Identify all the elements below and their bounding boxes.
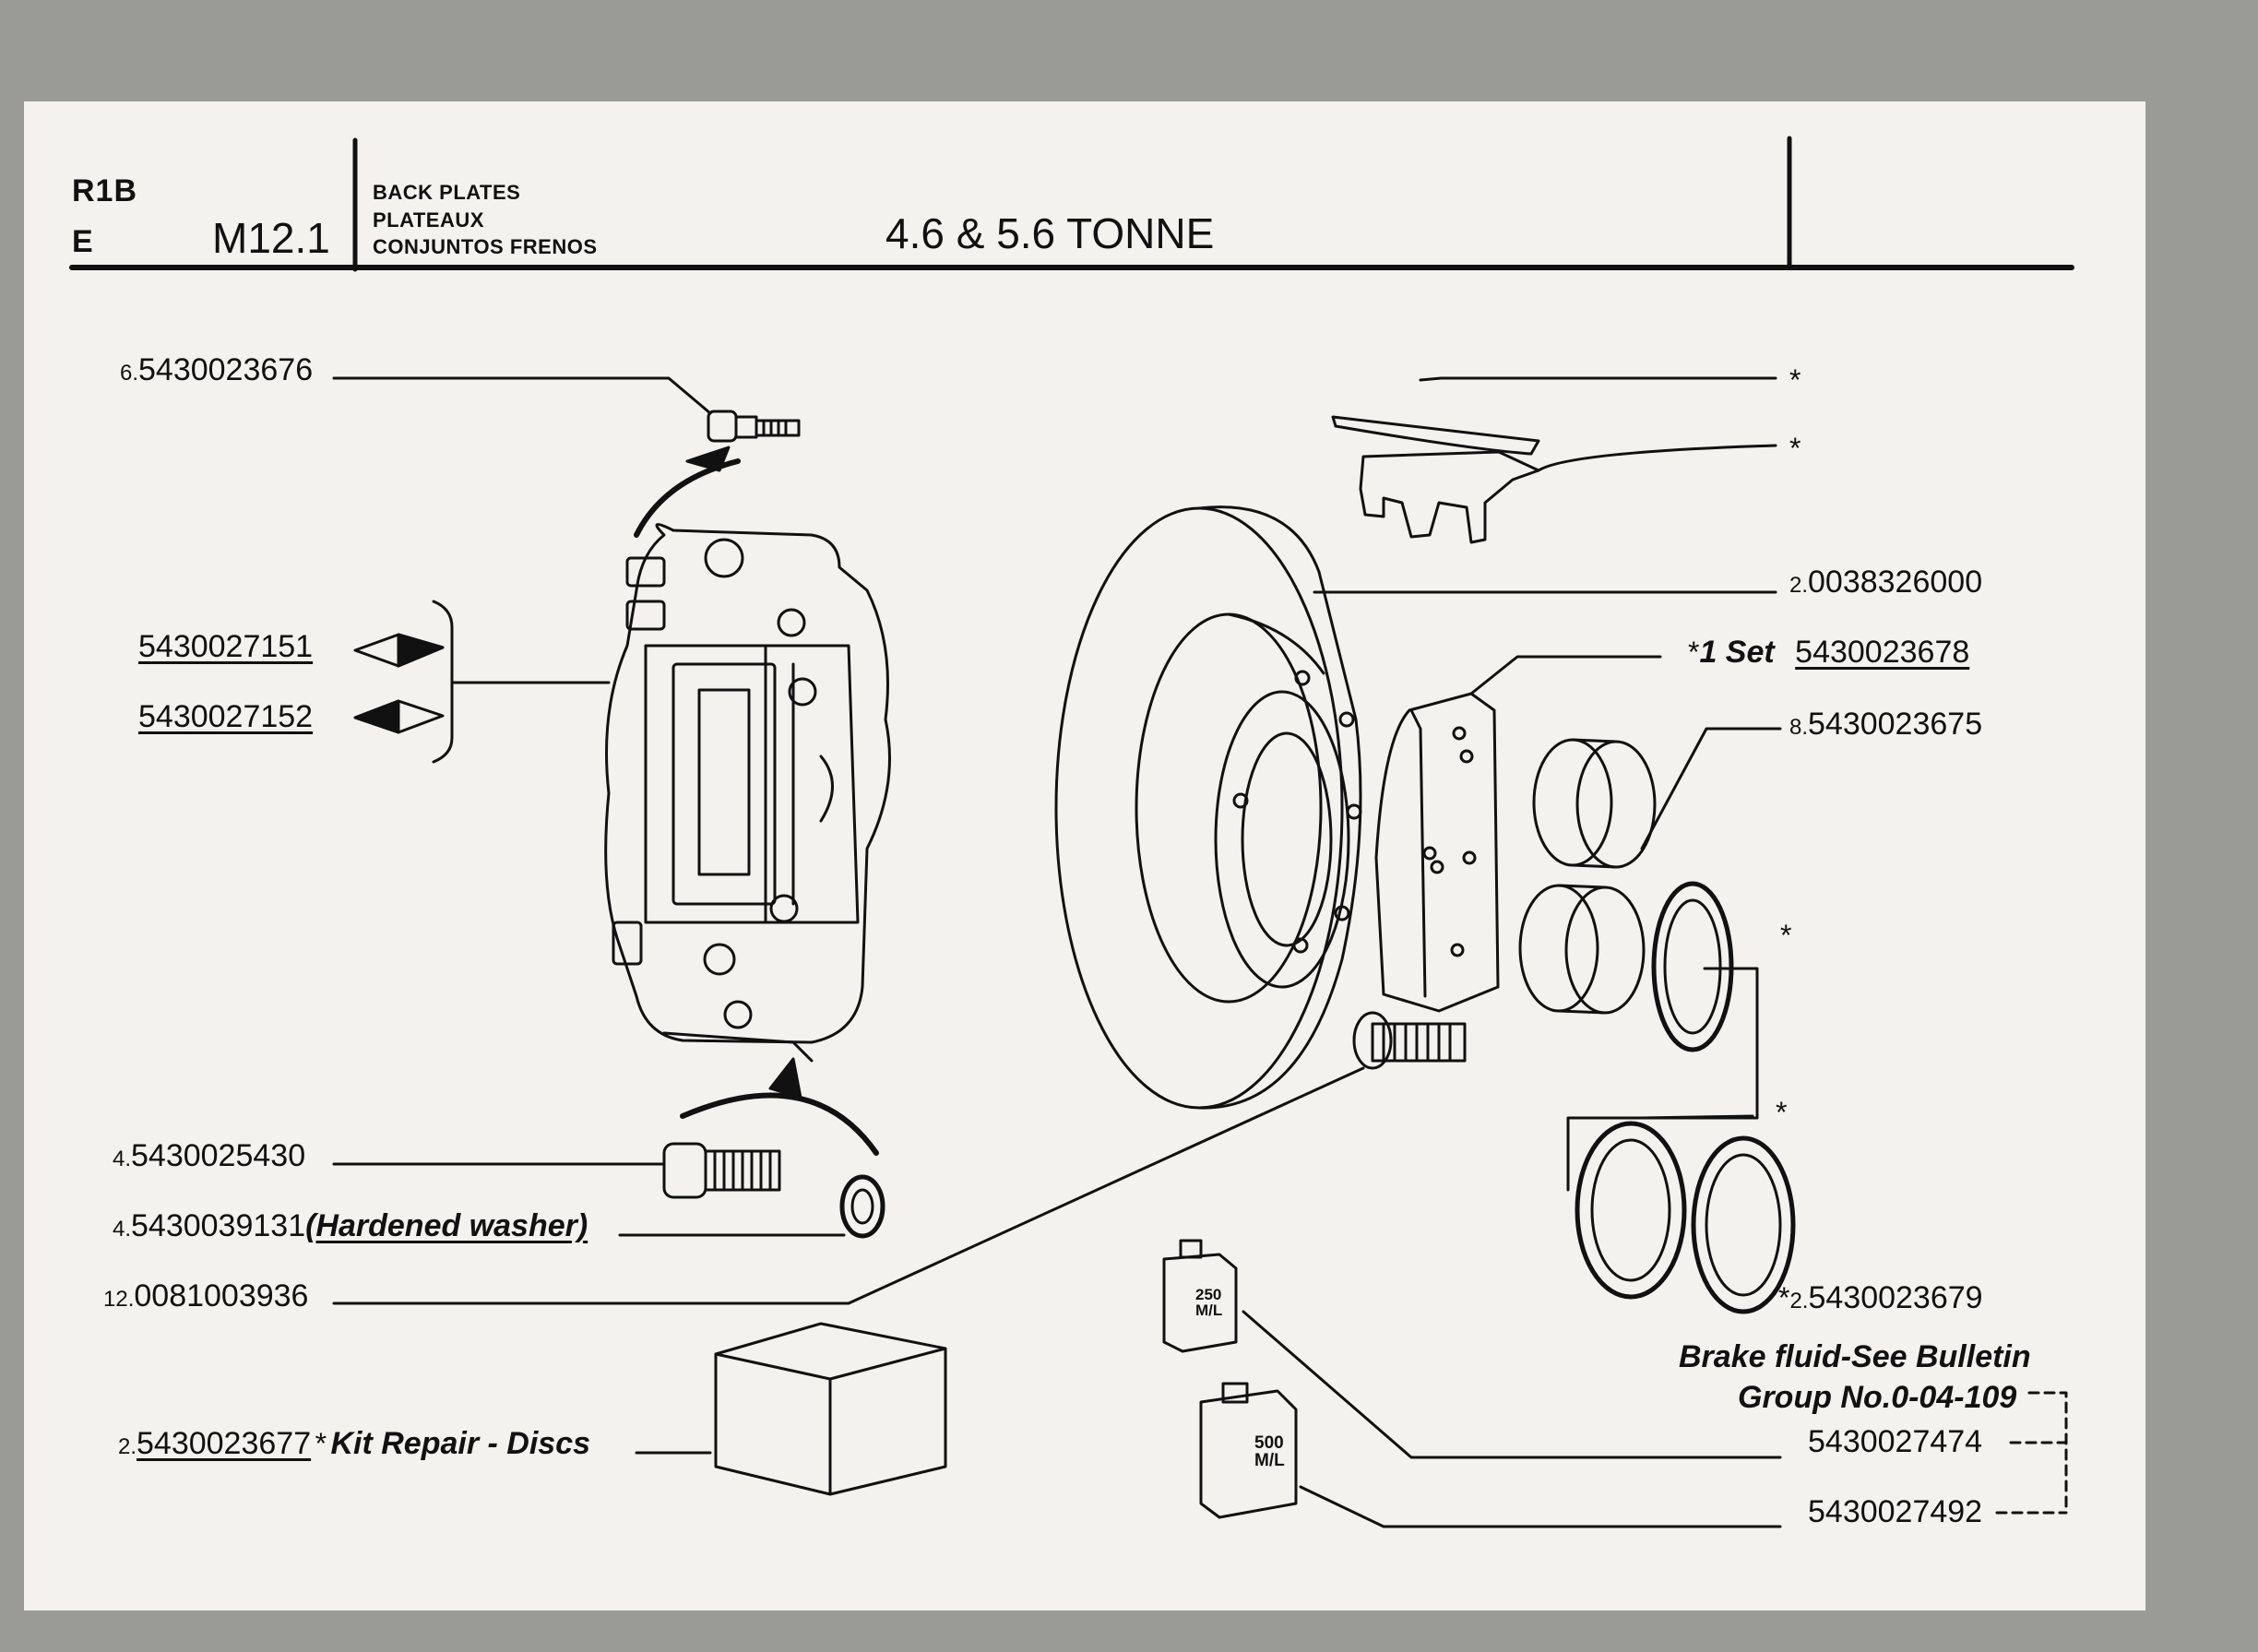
retaining-pin-icon (1331, 376, 1777, 456)
callout-bleed-screw: 6.5430023676 (120, 352, 314, 387)
desc-french: PLATEAUX (373, 208, 484, 232)
model-code: M12.1 (212, 214, 330, 262)
callout-fluid-500: 5430027492 (1808, 1494, 1983, 1529)
desc-english: BACK PLATES (373, 181, 521, 204)
piston-seal-upper-icon (1651, 881, 1734, 1052)
callout-disc-bolt: 12.0081003936 (103, 1278, 309, 1313)
callout-bolt: 4.5430025430 (113, 1138, 306, 1173)
page-title: 4.6 & 5.6 TONNE (885, 209, 1215, 257)
anti-rattle-spring-icon (1359, 444, 1777, 544)
hardened-washer-icon (839, 1174, 885, 1239)
leader-bleed (332, 376, 712, 415)
piston-seal-left-icon (1575, 1121, 1687, 1300)
brake-fluid-500-can-icon (1199, 1382, 1298, 1519)
desc-spanish: CONJUNTOS FRENOS (373, 235, 598, 258)
fluid-note-line-2: Group No.0-04-109 (1738, 1380, 2017, 1415)
rh-arrow-icon (353, 633, 445, 668)
fluid-dashed-bracket (1995, 1391, 2068, 1515)
lh-arrow-icon (353, 699, 445, 734)
section-letter: E (72, 224, 94, 259)
leader-fluid-500 (1299, 1485, 1782, 1528)
group-code: R1B (72, 173, 138, 208)
callout-seal-marker-2: * (1776, 1096, 1788, 1129)
piston-upper-icon (1532, 738, 1657, 869)
bleed-screw-arrow (634, 458, 741, 538)
parts-catalogue-sheet (24, 101, 2145, 1610)
brake-fluid-250-can-icon (1162, 1239, 1238, 1353)
brake-caliper-icon (604, 523, 891, 1063)
disc-bolt-icon (1352, 1011, 1467, 1070)
callout-seal-kit: *2.5430023679 (1778, 1280, 1983, 1315)
caliper-lower-arrow (680, 1092, 879, 1156)
callout-piston: 8.5430023675 (1789, 707, 1983, 742)
callout-repair-kit: 2.5430023677 * Kit Repair - Discs (118, 1426, 590, 1461)
piston-seal-right-icon (1691, 1135, 1796, 1314)
callout-caliper-lh: 5430027152 (138, 699, 314, 734)
caliper-callout-bracket (432, 600, 611, 764)
bleed-screw-icon (707, 410, 801, 443)
callout-disc: 2.0038326000 (1789, 565, 1983, 600)
callout-fluid-250: 5430027474 (1808, 1424, 1983, 1459)
leader-fluid-250 (1242, 1310, 1782, 1459)
leader-piston (1640, 727, 1782, 850)
leader-seal-1 (1566, 967, 1759, 1192)
callout-pin-marker: * (1789, 363, 1801, 397)
callout-caliper-rh: 5430027151 (138, 629, 314, 664)
fluid-note-line-1: Brake fluid-See Bulletin (1679, 1339, 2031, 1374)
piston-lower-icon (1518, 884, 1646, 1015)
brake-disc-icon (1054, 505, 1362, 1110)
brake-pad-icon (1374, 655, 1662, 1013)
repair-kit-box-icon (714, 1322, 947, 1496)
leader-disc-bolt (332, 1066, 1365, 1305)
leader-seal-2 (1640, 1114, 1754, 1120)
callout-pad-set: *1 Set 5430023678 (1688, 635, 1970, 670)
caliper-bolt-icon (662, 1142, 781, 1199)
callout-spring-marker: * (1789, 432, 1801, 465)
callout-washer: 4.5430039131(Hardened washer) (113, 1208, 588, 1243)
callout-seal-marker-1: * (1780, 919, 1792, 952)
